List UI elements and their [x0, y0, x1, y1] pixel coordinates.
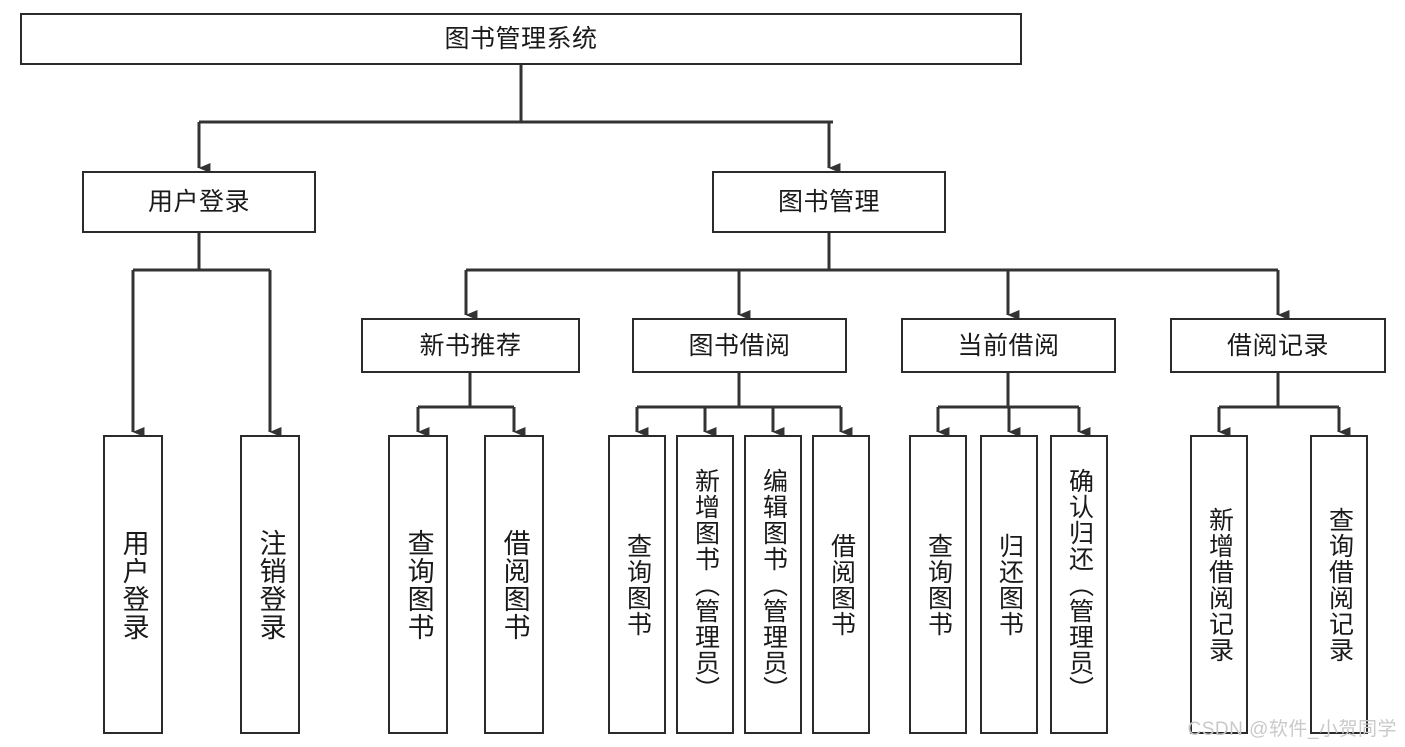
node-label-leaf-edit-book: 编辑图书（管理员） [759, 467, 788, 702]
node-book-borrow[interactable]: 图书借阅 [632, 318, 847, 373]
node-label-leaf-borrow-book-recommend: 借阅图书 [499, 528, 530, 641]
node-current-borrow[interactable]: 当前借阅 [901, 318, 1116, 373]
node-label-book-borrow: 图书借阅 [688, 331, 791, 360]
node-leaf-query-book-current[interactable]: 查询图书 [909, 435, 967, 734]
node-leaf-add-borrow-record[interactable]: 新增借阅记录 [1190, 435, 1248, 734]
node-label-leaf-user-login: 用户登录 [118, 528, 149, 641]
node-leaf-borrow-book-recommend[interactable]: 借阅图书 [484, 435, 544, 734]
node-label-leaf-add-borrow-record: 新增借阅记录 [1205, 506, 1234, 663]
node-root[interactable]: 图书管理系统 [20, 13, 1022, 65]
node-leaf-edit-book[interactable]: 编辑图书（管理员） [744, 435, 802, 734]
node-user-login[interactable]: 用户登录 [82, 171, 316, 233]
node-label-new-book-recommend: 新书推荐 [419, 331, 522, 360]
node-leaf-query-borrow-record[interactable]: 查询借阅记录 [1310, 435, 1368, 734]
node-leaf-query-book-recommend[interactable]: 查询图书 [388, 435, 448, 734]
csdn-watermark: CSDN @软件_小贺同学 [1187, 719, 1397, 740]
node-label-book-manage: 图书管理 [777, 188, 880, 216]
node-label-current-borrow: 当前借阅 [957, 331, 1060, 360]
node-label-leaf-query-book-recommend: 查询图书 [403, 528, 434, 641]
node-label-leaf-confirm-return: 确认归还（管理员） [1065, 467, 1094, 702]
node-new-book-recommend[interactable]: 新书推荐 [361, 318, 580, 373]
node-leaf-logout[interactable]: 注销登录 [240, 435, 300, 734]
node-label-leaf-borrow-book: 借阅图书 [827, 532, 856, 637]
node-label-leaf-logout: 注销登录 [255, 528, 286, 641]
node-leaf-return-book[interactable]: 归还图书 [980, 435, 1038, 734]
node-leaf-query-book-borrow[interactable]: 查询图书 [608, 435, 666, 734]
node-leaf-user-login[interactable]: 用户登录 [103, 435, 163, 734]
node-label-leaf-query-book-current: 查询图书 [924, 532, 953, 637]
node-leaf-add-book[interactable]: 新增图书（管理员） [676, 435, 734, 734]
node-leaf-confirm-return[interactable]: 确认归还（管理员） [1050, 435, 1108, 734]
node-label-leaf-query-book-borrow: 查询图书 [623, 532, 652, 637]
node-label-root: 图书管理系统 [444, 25, 598, 53]
node-label-leaf-return-book: 归还图书 [995, 532, 1024, 637]
node-label-leaf-query-borrow-record: 查询借阅记录 [1325, 506, 1354, 663]
node-label-leaf-add-book: 新增图书（管理员） [691, 467, 720, 702]
node-label-borrow-record: 借阅记录 [1226, 331, 1329, 360]
node-borrow-record[interactable]: 借阅记录 [1170, 318, 1386, 373]
node-label-user-login: 用户登录 [147, 188, 250, 216]
node-book-manage[interactable]: 图书管理 [712, 171, 946, 233]
node-leaf-borrow-book[interactable]: 借阅图书 [812, 435, 870, 734]
